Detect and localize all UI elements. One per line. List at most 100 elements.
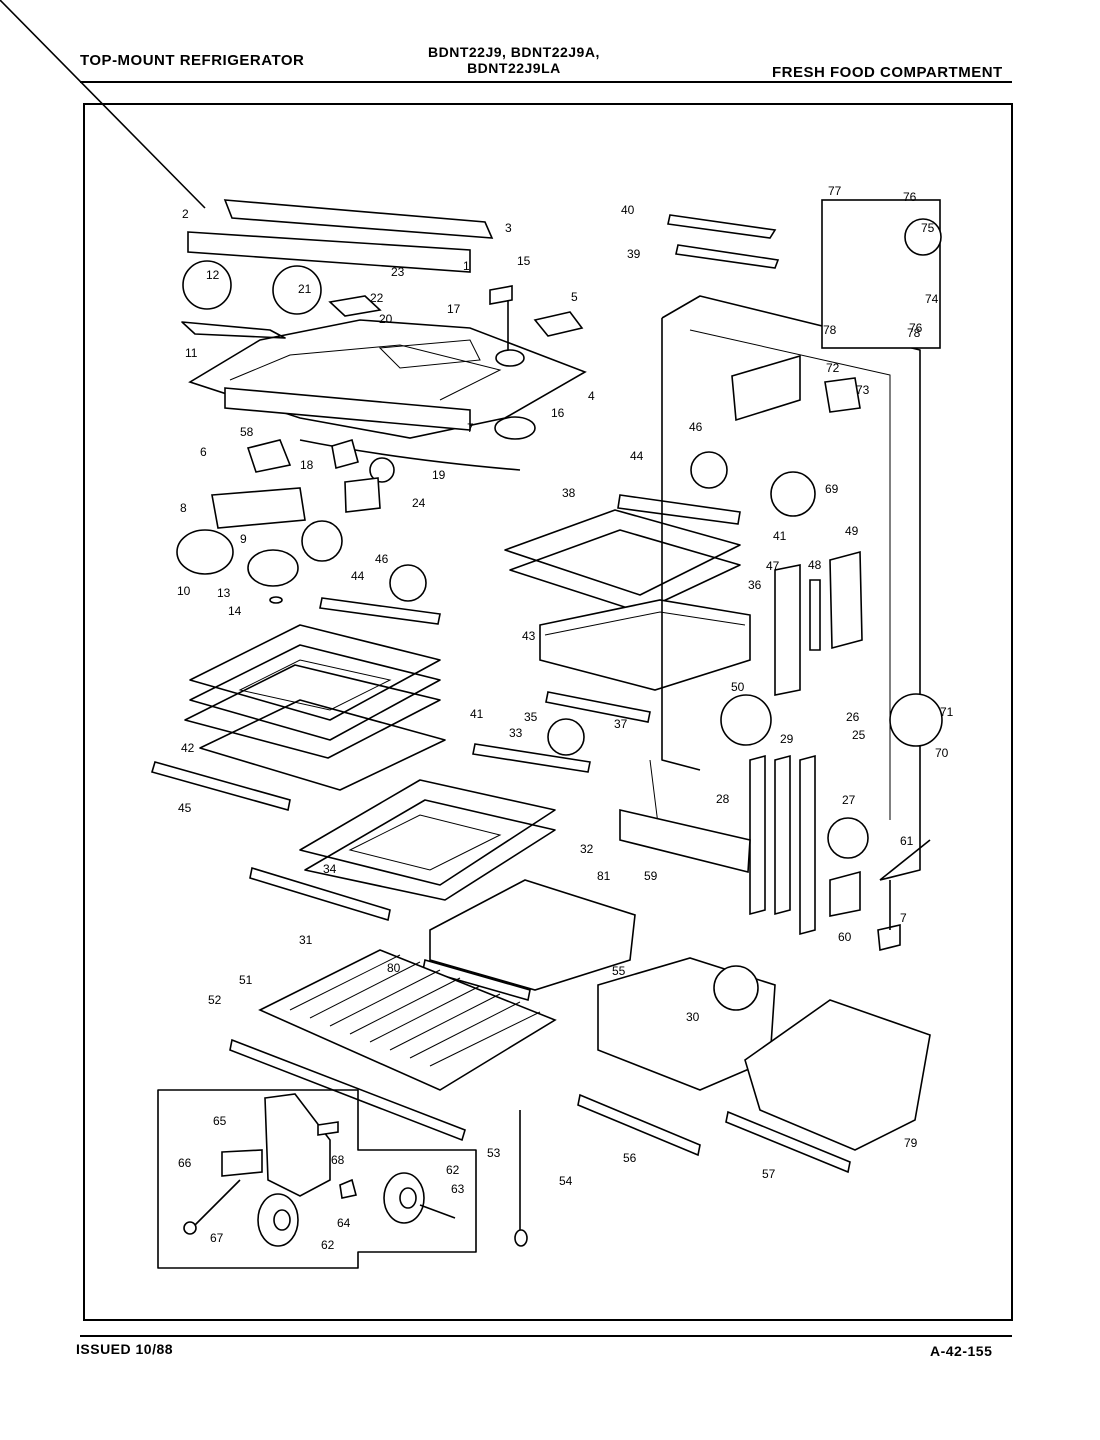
part-label-60: 60 (838, 930, 852, 944)
part-label-28: 28 (716, 792, 730, 806)
part-label-33: 33 (509, 726, 523, 740)
header-rule (80, 81, 1012, 83)
part-label-81: 81 (597, 869, 611, 883)
part-label-59: 59 (644, 869, 658, 883)
part-label-80: 80 (387, 961, 401, 975)
part-label-44-lower: 44 (351, 569, 365, 583)
part-label-68: 68 (331, 1153, 345, 1167)
crisper-drawers-group (577, 957, 931, 1174)
diagram-frame (83, 103, 1013, 1321)
part-label-20: 20 (379, 312, 393, 326)
left-shelves-group (150, 564, 591, 922)
part-label-51: 51 (239, 973, 253, 987)
part-label-23: 23 (391, 265, 405, 279)
part-label-77: 77 (828, 184, 842, 198)
part-label-76-bottom: 76 (909, 321, 923, 335)
part-label-76-top: 76 (903, 190, 917, 204)
part-label-5: 5 (571, 290, 578, 304)
part-label-47: 47 (766, 559, 780, 573)
part-label-63: 63 (451, 1182, 465, 1196)
part-label-61: 61 (900, 834, 914, 848)
part-label-3: 3 (505, 221, 512, 235)
part-label-78-bottom: 78 (823, 323, 837, 337)
part-label-50: 50 (731, 680, 745, 694)
part-label-37: 37 (614, 717, 628, 731)
part-label-64: 64 (337, 1216, 351, 1230)
part-label-25: 25 (852, 728, 866, 742)
part-label-24: 24 (412, 496, 426, 510)
part-label-11: 11 (185, 346, 198, 360)
part-label-7-top: 7 (467, 421, 474, 435)
part-label-19: 19 (432, 468, 446, 482)
part-label-55: 55 (612, 964, 626, 978)
part-label-15: 15 (517, 254, 531, 268)
model-numbers-line-1: BDNT22J9, BDNT22J9A, (428, 44, 600, 60)
part-label-26: 26 (846, 710, 860, 724)
model-numbers: BDNT22J9, BDNT22J9A, BDNT22J9LA (428, 44, 600, 76)
part-label-70: 70 (935, 746, 949, 760)
part-label-17: 17 (447, 302, 461, 316)
section-title: FRESH FOOD COMPARTMENT (772, 64, 1003, 81)
part-label-65: 65 (213, 1114, 227, 1128)
part-label-41-upper: 41 (773, 529, 787, 543)
part-label-36: 36 (748, 578, 762, 592)
footer-rule (80, 1335, 1012, 1337)
part-label-67: 67 (210, 1231, 224, 1245)
part-label-32: 32 (580, 842, 594, 856)
part-label-6: 6 (200, 445, 207, 459)
glass-shelf-ribs (289, 954, 541, 1067)
part-label-73: 73 (856, 383, 870, 397)
part-label-69: 69 (825, 482, 839, 496)
part-label-40: 40 (621, 203, 635, 217)
part-label-78-top: 78 (907, 326, 921, 340)
part-label-71: 71 (940, 705, 954, 719)
cabinet-liner-group (619, 199, 943, 952)
part-label-10: 10 (177, 584, 191, 598)
part-label-30: 30 (686, 1010, 700, 1024)
page-code: A-42-155 (930, 1343, 993, 1359)
part-label-72: 72 (826, 361, 840, 375)
part-label-18: 18 (300, 458, 314, 472)
part-label-41-lower: 41 (470, 707, 484, 721)
part-label-16: 16 (551, 406, 565, 420)
part-label-57: 57 (762, 1167, 776, 1181)
part-label-75: 75 (921, 221, 935, 235)
part-label-39: 39 (627, 247, 641, 261)
part-label-79: 79 (904, 1136, 918, 1150)
part-label-66: 66 (178, 1156, 192, 1170)
part-label-9: 9 (240, 532, 247, 546)
middle-shelves-group (0, 0, 780, 1247)
part-label-38: 38 (562, 486, 576, 500)
part-label-62-left: 62 (321, 1238, 335, 1252)
part-label-52: 52 (208, 993, 222, 1007)
part-label-13: 13 (217, 586, 231, 600)
part-label-45: 45 (178, 801, 192, 815)
issued-date: ISSUED 10/88 (76, 1341, 174, 1357)
part-label-12: 12 (206, 268, 220, 282)
part-label-22: 22 (370, 291, 384, 305)
model-numbers-line-2: BDNT22J9LA (467, 60, 561, 76)
part-number-labels: 1 2 3 4 5 6 7 7 8 9 10 11 12 13 14 15 16… (177, 184, 954, 1252)
part-label-49: 49 (845, 524, 859, 538)
part-label-58: 58 (240, 425, 254, 439)
part-label-35: 35 (524, 710, 538, 724)
roller-inset-group (157, 1089, 477, 1269)
part-label-56: 56 (623, 1151, 637, 1165)
part-label-14: 14 (228, 604, 242, 618)
controls-group (176, 438, 395, 604)
part-label-29: 29 (780, 732, 794, 746)
part-label-4: 4 (588, 389, 595, 403)
part-label-34: 34 (323, 862, 337, 876)
part-label-27: 27 (842, 793, 856, 807)
part-label-21: 21 (298, 282, 312, 296)
part-label-46-lower: 46 (375, 552, 389, 566)
part-label-74: 74 (925, 292, 939, 306)
part-label-46-upper: 46 (689, 420, 703, 434)
part-label-1: 1 (463, 259, 470, 273)
part-label-48: 48 (808, 558, 822, 572)
part-label-44-upper: 44 (630, 449, 644, 463)
part-label-42: 42 (181, 741, 195, 755)
part-label-62-right: 62 (446, 1163, 460, 1177)
control-housing-group (181, 199, 587, 471)
